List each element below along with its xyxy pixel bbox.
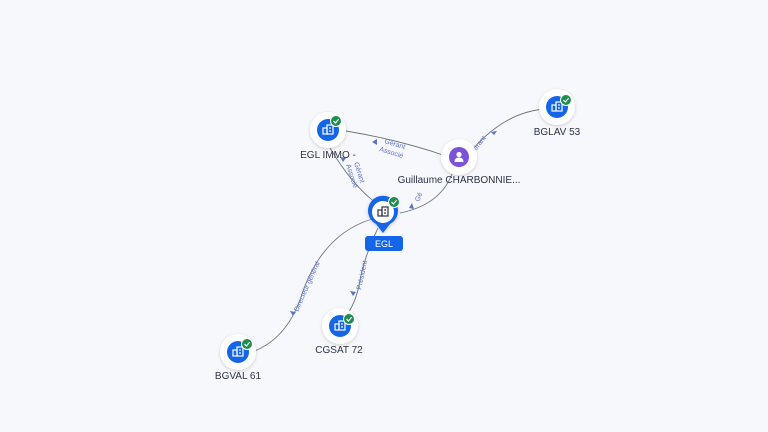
person-icon (454, 151, 464, 162)
verified-check-icon (330, 115, 342, 127)
edge-arrow-guillaume-bglav (491, 131, 497, 135)
edge-egl-to-bgval61[interactable] (251, 218, 373, 353)
edge-egl-immo-to-guillaume[interactable] (345, 130, 447, 157)
verified-check-icon (388, 196, 400, 208)
verified-check-icon (560, 94, 572, 106)
edge-arrow-immo-egl (340, 157, 346, 162)
building-icon (232, 346, 244, 357)
edge-egl-to-guillaume[interactable] (399, 173, 453, 214)
node-label-guillaume[interactable]: Guillaume CHARBONNIE... (398, 175, 521, 186)
edge-label-egl-cgsat-line1: Président (356, 260, 369, 290)
edge-arrow-egl-bgval (290, 311, 296, 316)
building-icon (551, 101, 563, 112)
node-bglav53[interactable] (539, 89, 575, 125)
node-cgsat72[interactable] (322, 308, 358, 344)
edge-label-egl-guillaume-line1: Gé (414, 191, 424, 202)
center-label-badge[interactable]: EGL (365, 236, 403, 251)
node-label-egl-immo[interactable]: EGL IMMO - (300, 150, 356, 161)
node-guillaume[interactable] (441, 139, 477, 175)
building-icon (322, 124, 334, 135)
edge-guillaume-to-bglav53[interactable] (471, 108, 546, 151)
edge-arrow-immo-guillaume (372, 139, 377, 145)
node-label-cgsat72[interactable]: CGSAT 72 (315, 345, 363, 356)
verified-check-icon (343, 313, 355, 325)
node-bgval61[interactable] (220, 334, 256, 370)
node-egl[interactable] (361, 190, 405, 234)
building-icon (334, 320, 346, 331)
node-egl-immo[interactable] (310, 112, 346, 148)
building-icon (377, 206, 389, 217)
verified-check-icon (241, 338, 253, 350)
edge-arrow-egl-guillaume (409, 203, 414, 209)
node-label-bgval61[interactable]: BGVAL 61 (215, 371, 262, 382)
node-label-bglav53[interactable]: BGLAV 53 (534, 127, 581, 138)
edge-arrow-egl-cgsat (350, 291, 356, 296)
node-label-egl: EGL (375, 239, 393, 249)
edge-label-egl-bgval-line1: Directeur général (293, 261, 321, 313)
